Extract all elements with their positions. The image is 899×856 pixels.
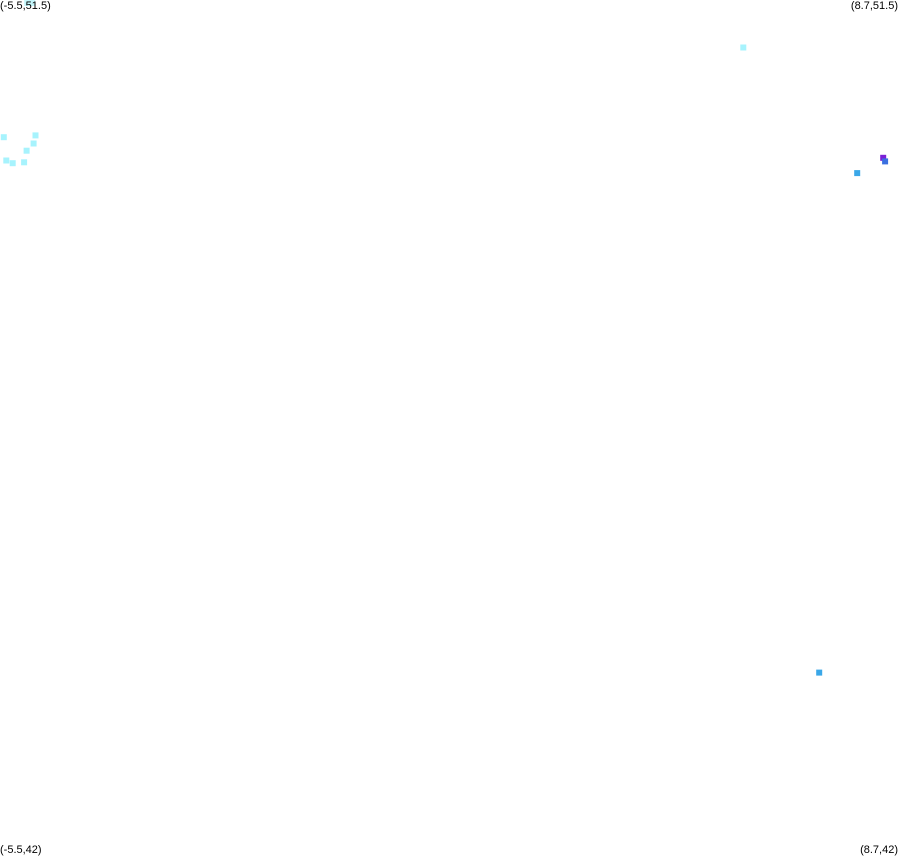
data-point-9	[9, 160, 16, 167]
data-point-10	[21, 159, 28, 166]
data-point-3	[740, 44, 747, 51]
data-point-8	[3, 157, 10, 164]
data-point-5	[32, 132, 39, 139]
data-point-6	[30, 140, 37, 147]
data-point-1	[24, 0, 31, 6]
data-point-11	[854, 170, 861, 177]
data-point-12	[880, 154, 887, 161]
corner-label-top-right: (8.7,51.5)	[850, 0, 898, 12]
corner-label-bottom-left: (-5.5,42)	[0, 844, 42, 856]
data-points-layer	[0, 0, 889, 676]
corner-label-top-left: (-5.5,51.5)	[0, 0, 51, 12]
corner-label-bottom-right: (8.7,42)	[860, 844, 898, 856]
data-point-2	[29, 0, 36, 6]
data-point-7	[23, 147, 30, 154]
data-point-13	[882, 158, 889, 165]
data-point-14	[816, 669, 823, 676]
data-point-4	[0, 134, 7, 141]
